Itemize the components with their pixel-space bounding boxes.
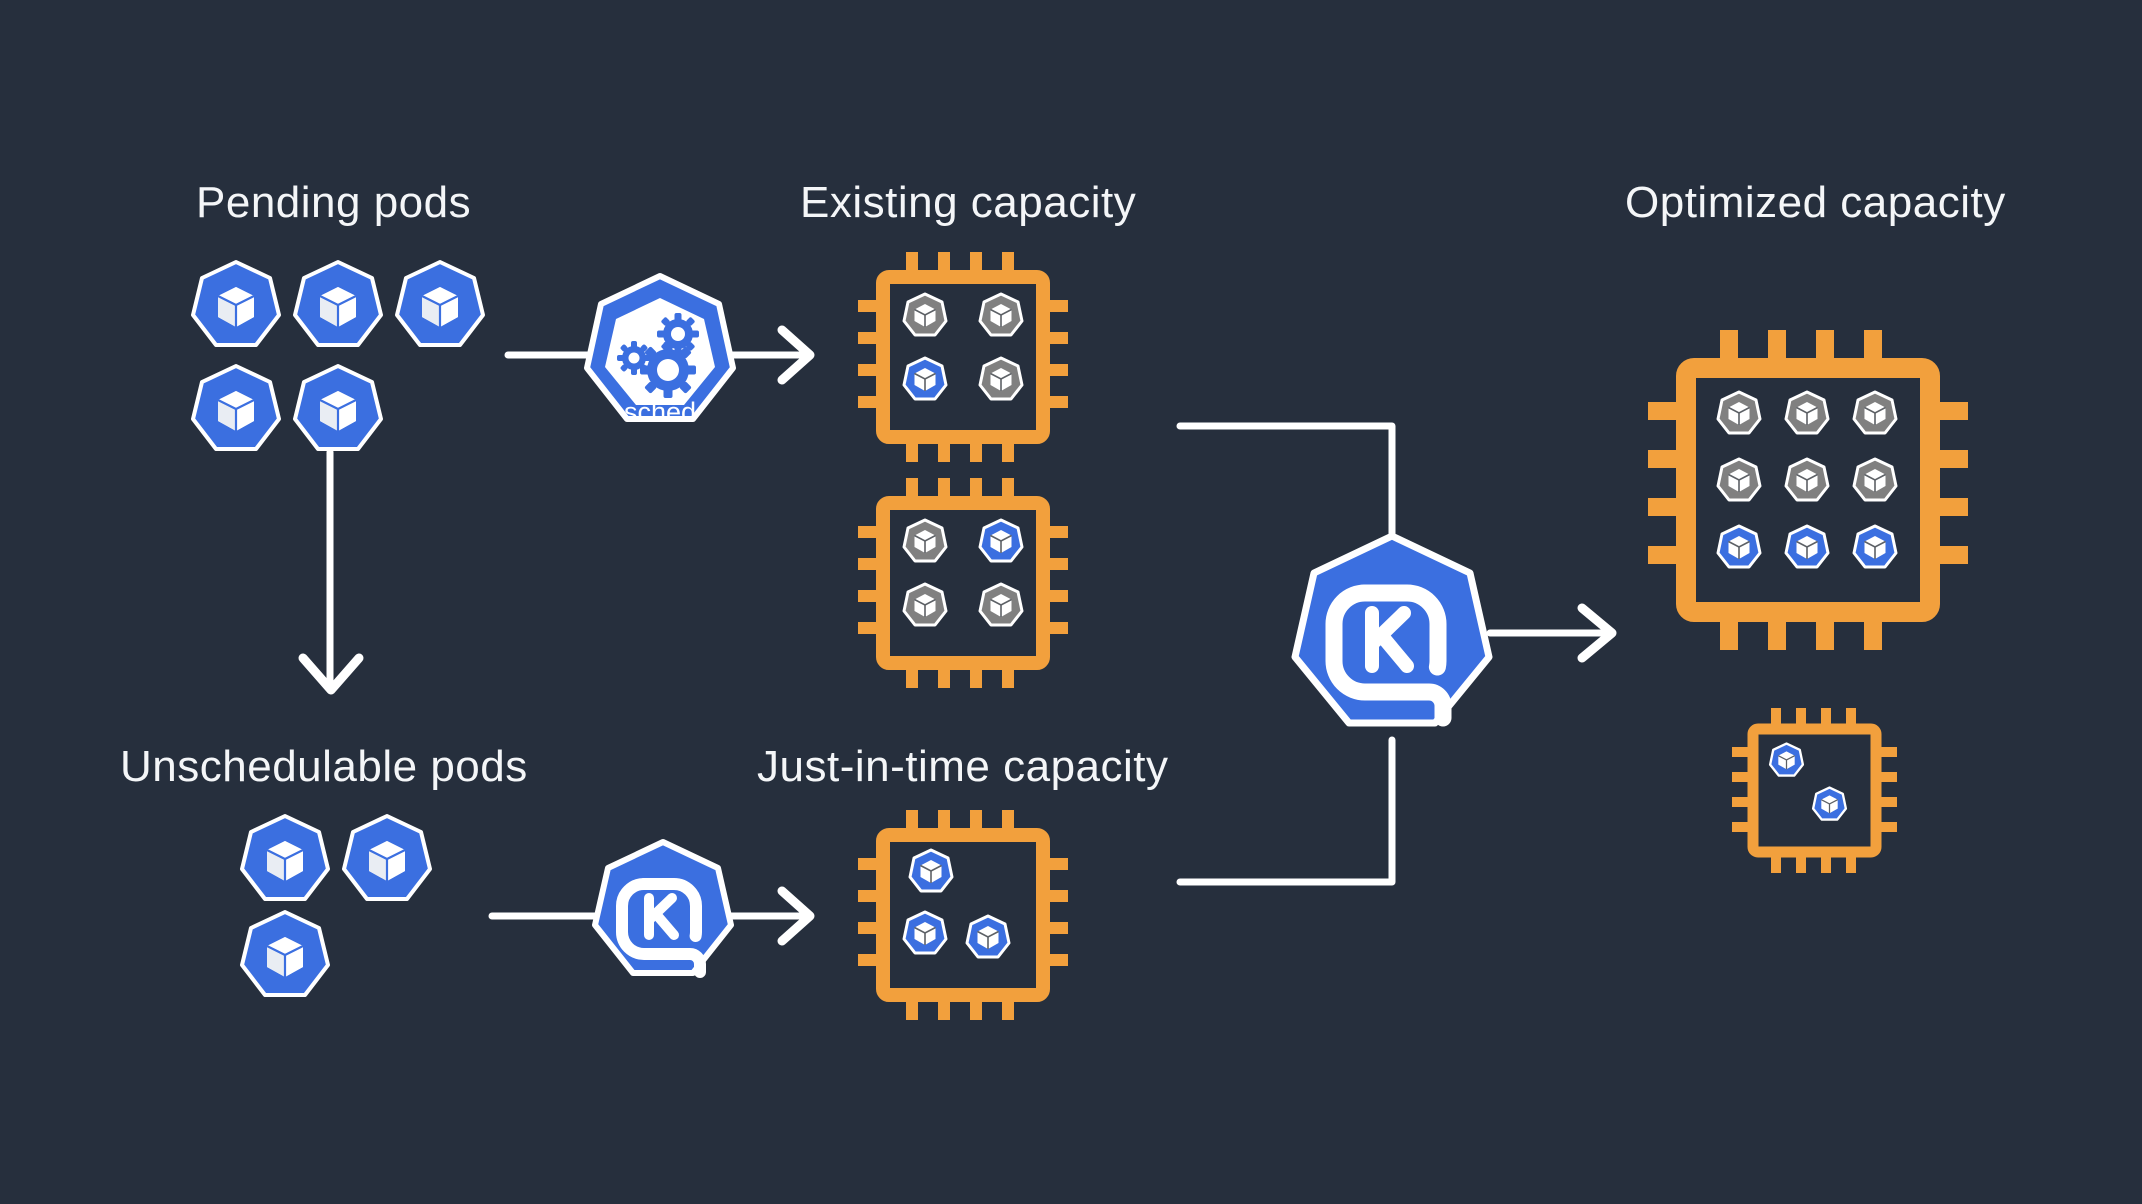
karpenter-k-icon	[616, 878, 706, 978]
just-in-time-capacity-node[interactable]	[858, 810, 1068, 1020]
kube-scheduler-icon[interactable]: sched	[580, 272, 740, 452]
pod-icon	[191, 260, 281, 347]
pod-icon	[965, 914, 1011, 959]
chip-frame	[1648, 330, 1968, 650]
gears-icon	[617, 313, 699, 398]
karpenter-k-icon	[1325, 584, 1452, 727]
optimized-capacity-node-small[interactable]	[1732, 708, 1897, 873]
existing-capacity-node-1[interactable]	[858, 252, 1068, 462]
pod-icon	[395, 260, 485, 347]
pod-icon	[978, 518, 1024, 563]
pod-icon	[293, 364, 383, 451]
pod-icon	[240, 814, 330, 901]
scheduler-caption: sched	[623, 397, 697, 427]
karpenter-icon-jit[interactable]	[588, 838, 738, 996]
karpenter-icon-consolidation[interactable]	[1286, 531, 1498, 743]
label-just-in-time-capacity: Just-in-time capacity	[757, 742, 1169, 791]
pod-icon	[902, 356, 948, 401]
pod-icon	[902, 910, 948, 955]
pod-icon	[1811, 786, 1848, 821]
pod-icon	[1784, 524, 1830, 569]
pod-icon	[1784, 457, 1830, 502]
jit-to-consolidation-line	[1176, 736, 1396, 886]
label-existing-capacity: Existing capacity	[800, 178, 1137, 227]
pod-icon	[902, 518, 948, 563]
pod-icon	[1716, 457, 1762, 502]
pod-icon	[902, 292, 948, 337]
pod-icon	[902, 582, 948, 627]
chip-frame	[1732, 708, 1897, 873]
pod-icon	[978, 292, 1024, 337]
existing-to-consolidation-line	[1176, 422, 1396, 549]
pod-icon	[908, 848, 954, 893]
pending-to-unschedulable-arrow	[298, 448, 364, 695]
pod-icon	[240, 910, 330, 997]
unschedulable-pods-group	[235, 812, 495, 1012]
pod-icon	[1852, 390, 1898, 435]
pod-icon	[1716, 524, 1762, 569]
pod-icon	[1784, 390, 1830, 435]
pod-icon	[342, 814, 432, 901]
label-unschedulable-pods: Unschedulable pods	[120, 742, 528, 791]
pod-icon	[1852, 524, 1898, 569]
pod-icon	[978, 356, 1024, 401]
label-optimized-capacity: Optimized capacity	[1625, 178, 2006, 227]
existing-capacity-node-2[interactable]	[858, 478, 1068, 688]
pod-icon	[293, 260, 383, 347]
pod-icon	[1852, 457, 1898, 502]
optimized-capacity-node-large[interactable]	[1648, 330, 1968, 650]
label-pending-pods: Pending pods	[196, 178, 472, 227]
pod-icon	[978, 582, 1024, 627]
pending-pods-group	[186, 258, 546, 458]
pod-icon	[1716, 390, 1762, 435]
consolidation-to-optimized-arrow	[1486, 603, 1617, 663]
pod-icon	[191, 364, 281, 451]
pod-icon	[1768, 742, 1805, 777]
